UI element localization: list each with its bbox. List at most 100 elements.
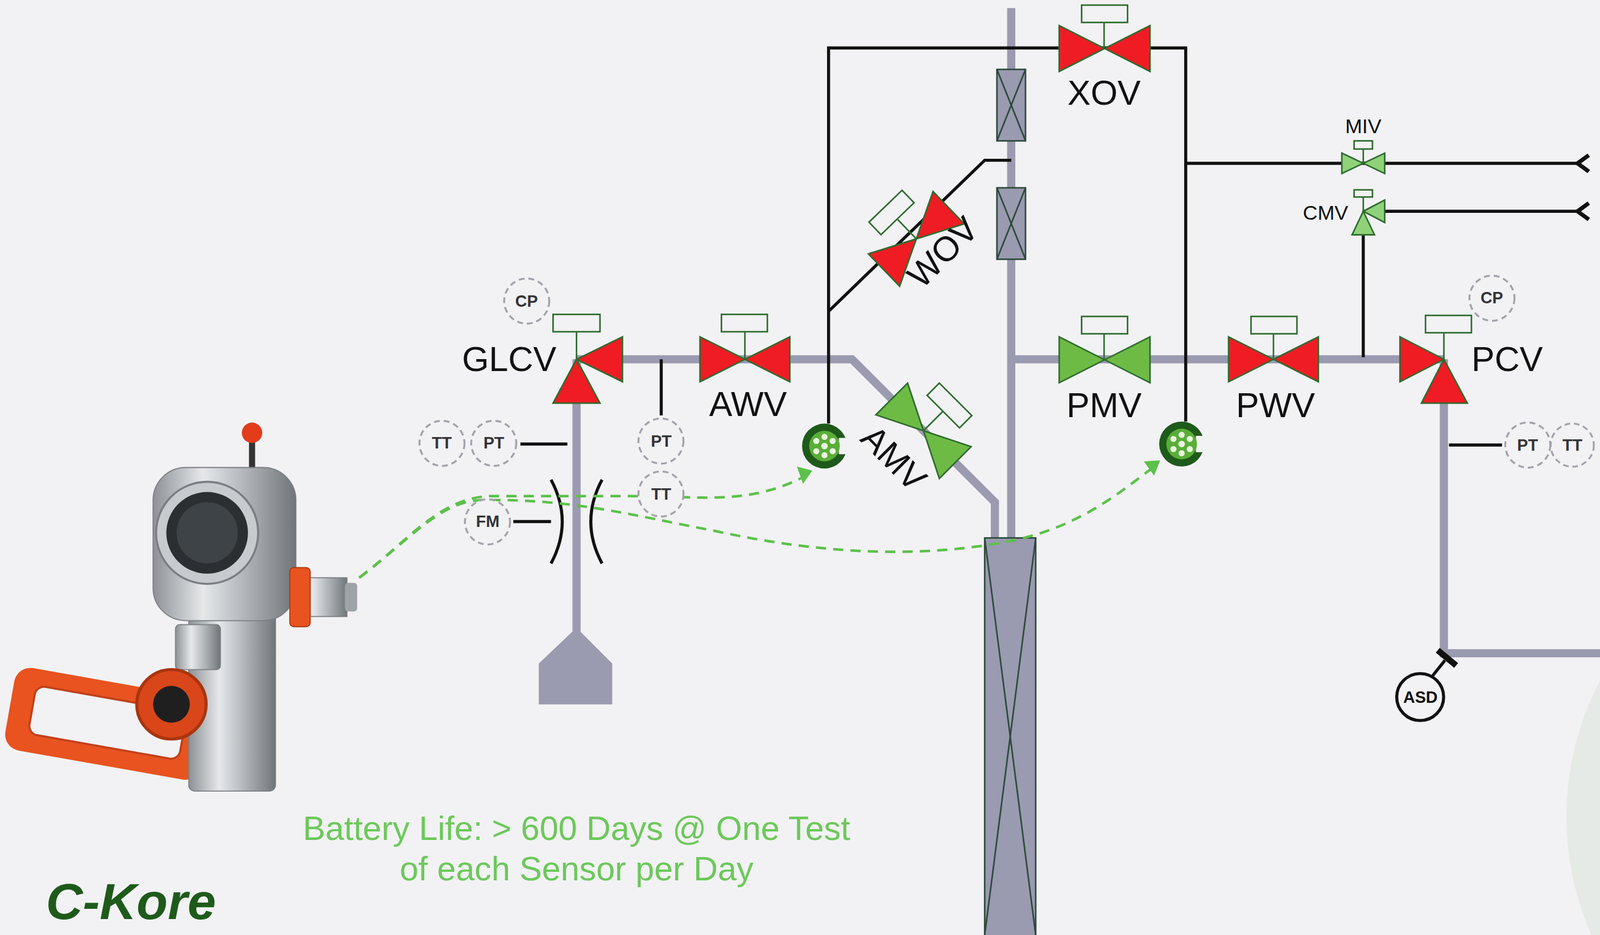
- device-upper-housing: [153, 467, 296, 621]
- flow-meter-bracket: [590, 479, 603, 564]
- valve-label: AWV: [709, 383, 788, 425]
- sensor-icon: [1159, 421, 1209, 467]
- valve-body: [700, 336, 791, 382]
- valve-stem: [1362, 149, 1364, 164]
- instrument-line: [520, 442, 568, 446]
- valve-label: GLCV: [461, 338, 557, 380]
- valve-body: [1059, 25, 1151, 72]
- sensor-core: [1166, 428, 1198, 460]
- valve-actuator: [869, 189, 915, 235]
- spool-cross: [997, 69, 1026, 142]
- device-knob: [136, 669, 206, 739]
- sensor-icon: [801, 423, 851, 469]
- wireless-path: [358, 475, 806, 578]
- bubble-circle: [1396, 673, 1445, 721]
- control-lines: [513, 47, 1589, 676]
- valve-actuator: [1354, 189, 1373, 198]
- battery-note: Battery Life: > 600 Days @ One Test of e…: [290, 807, 863, 889]
- valve-label: MIV: [1345, 114, 1382, 139]
- spool-cross: [997, 187, 1026, 260]
- instrument-bubble: PT: [636, 416, 686, 466]
- sensor-dots: [1170, 431, 1193, 457]
- valve-stem: [923, 411, 944, 431]
- spool-box: [997, 187, 1026, 260]
- valves: [552, 5, 1472, 479]
- valve-label: PWV: [1235, 384, 1316, 427]
- sensor-gap: [838, 437, 852, 454]
- asd-tee: [1437, 650, 1457, 666]
- valve-stem: [1103, 333, 1106, 360]
- flow-meter-bracket: [551, 479, 563, 564]
- bubble-circle: [1505, 422, 1550, 468]
- pcv-valve: [1399, 315, 1472, 403]
- xov-valve: [1059, 5, 1151, 72]
- background-disc: [1566, 525, 1600, 935]
- device-rod-ball: [241, 422, 263, 444]
- valve-body: [1341, 153, 1385, 174]
- handheld-device: [2, 422, 358, 792]
- instrument-tag: TT: [651, 485, 672, 503]
- glcv-valve: [552, 313, 623, 403]
- instrument-bubble: CP: [502, 276, 552, 326]
- valve-stem: [1443, 332, 1445, 360]
- wireless-link: [358, 467, 1153, 578]
- control-line: [828, 160, 1012, 312]
- spool-cross: [997, 69, 1026, 142]
- tubing-cross: [984, 537, 1036, 935]
- valve-body: [552, 358, 601, 403]
- awv-valve: [700, 313, 791, 382]
- instrument-line: [1432, 660, 1446, 676]
- tubing-cross: [984, 537, 1036, 935]
- valve-label: PCV: [1471, 338, 1543, 380]
- instrument-tag: PT: [483, 434, 505, 452]
- valve-stem: [1272, 333, 1275, 360]
- instrument-bubble: PT: [469, 418, 519, 468]
- control-line: [828, 47, 1186, 424]
- valve-stem: [1103, 22, 1106, 48]
- instrument-line: [513, 519, 551, 523]
- valve-stem: [896, 218, 917, 239]
- wireless-arrowhead: [1143, 460, 1161, 476]
- instrument-bubble: FM: [462, 497, 512, 547]
- bubble-circle: [1469, 275, 1515, 321]
- sensor-core: [809, 430, 841, 462]
- bubble-circle: [638, 418, 684, 463]
- instrument-line: [1448, 443, 1502, 446]
- valve-body: [1228, 336, 1319, 382]
- valve-stem: [575, 331, 578, 359]
- instrument-tag: FM: [476, 513, 500, 530]
- valve-actuator: [1081, 316, 1128, 334]
- sensor-gap: [1196, 435, 1209, 453]
- bubble-circle: [465, 498, 511, 544]
- control-line: [1361, 234, 1365, 358]
- valve-label: PMV: [1066, 384, 1142, 427]
- pwv-valve: [1228, 316, 1319, 382]
- valve-label: CMV: [1303, 200, 1349, 226]
- pipe: [576, 358, 996, 541]
- valve-body: [1059, 336, 1151, 383]
- bubble-circle: [419, 420, 465, 466]
- control-line: [1363, 209, 1577, 213]
- device-knob-core: [153, 685, 190, 723]
- device-connector-tip: [344, 582, 358, 611]
- cmv-valve: [1352, 189, 1385, 235]
- instrument-line: [659, 358, 663, 416]
- device-window: [166, 492, 248, 574]
- valve-actuator: [721, 313, 768, 332]
- device-screen: [176, 501, 238, 564]
- bubble-circle: [1551, 423, 1595, 467]
- instrument-tag: PT: [650, 432, 672, 450]
- wireless-path: [358, 467, 1153, 578]
- wireless-arrowhead: [796, 466, 813, 484]
- instrument-tag: TT: [431, 434, 452, 452]
- valve-body: [1421, 358, 1468, 403]
- instrument-tag: TT: [1562, 436, 1583, 454]
- valve-label: XOV: [1067, 72, 1141, 114]
- instrument-tag: PT: [1516, 436, 1539, 454]
- device-connector-ring: [289, 567, 310, 627]
- instrument-bubble: TT: [417, 418, 467, 468]
- tubing-box: [984, 537, 1036, 935]
